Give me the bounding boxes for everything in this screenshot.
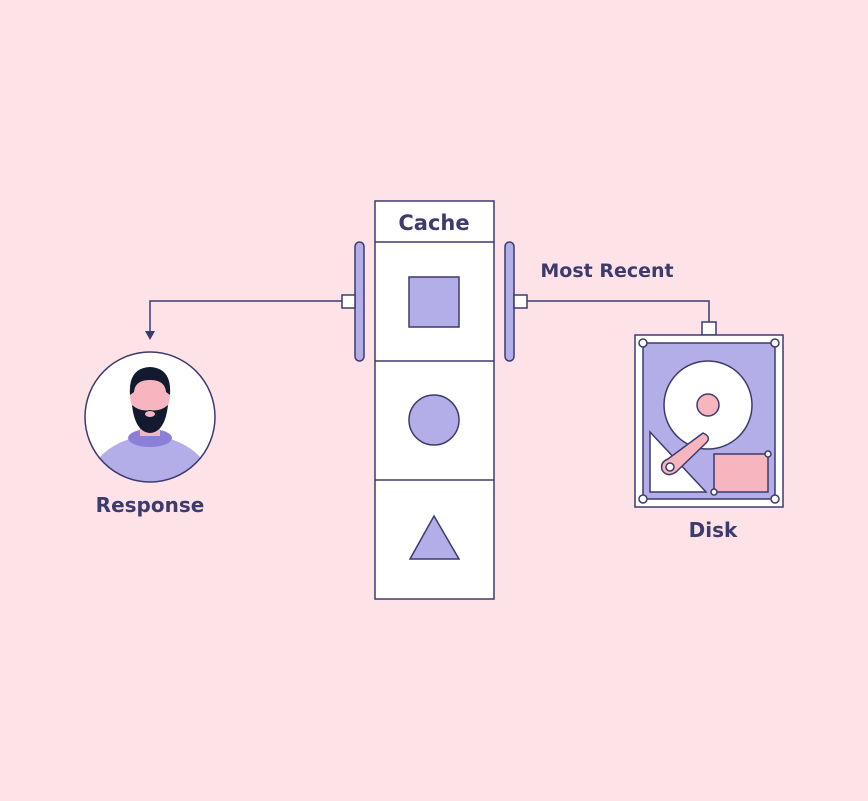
disk-label: Disk	[689, 518, 738, 542]
most-recent-label: Most Recent	[540, 260, 673, 282]
disk-connector-line	[527, 300, 710, 322]
response-connector-line	[149, 300, 342, 333]
right-bar	[504, 241, 515, 362]
arrow-down-icon	[145, 331, 155, 340]
square-icon	[408, 276, 460, 328]
person-avatar	[84, 351, 216, 483]
circle-icon	[408, 394, 460, 446]
disk-icon	[634, 321, 784, 508]
cache-box	[374, 200, 495, 600]
left-port	[341, 294, 356, 309]
cache-label: Cache	[398, 211, 469, 235]
left-bar	[354, 241, 365, 362]
response-label: Response	[96, 493, 205, 517]
triangle-icon	[408, 514, 461, 560]
right-port	[513, 294, 528, 309]
